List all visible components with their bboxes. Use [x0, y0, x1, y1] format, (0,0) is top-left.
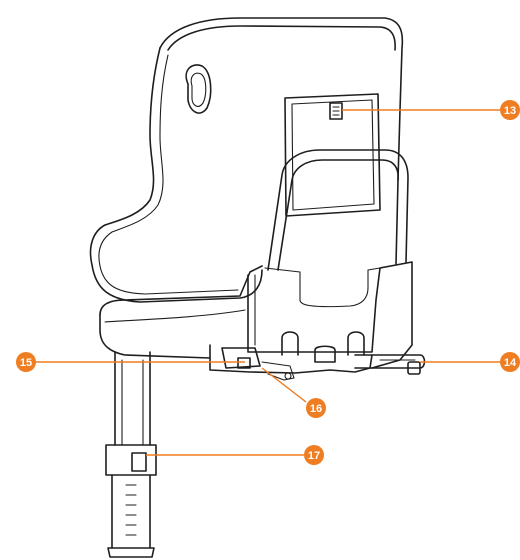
back-panel	[284, 93, 381, 217]
seat-shell	[89, 17, 404, 303]
svg-text:14: 14	[504, 357, 517, 369]
callout-badge-13: 13	[500, 100, 520, 120]
callout-badge-16: 16	[306, 398, 326, 418]
carry-handle	[267, 149, 409, 271]
svg-text:15: 15	[20, 357, 32, 369]
callout-badge-17: 17	[304, 445, 324, 465]
item-13-adjuster	[329, 102, 343, 120]
svg-text:16: 16	[310, 403, 322, 415]
callout-badge-14: 14	[500, 352, 520, 372]
item-14-isofix-connector	[354, 354, 426, 375]
svg-text:17: 17	[308, 450, 320, 462]
callout-line-16	[261, 367, 307, 403]
svg-text:13: 13	[504, 105, 516, 117]
callout-badge-15: 15	[16, 352, 36, 372]
support-leg	[105, 351, 157, 558]
seat-base	[99, 261, 413, 374]
